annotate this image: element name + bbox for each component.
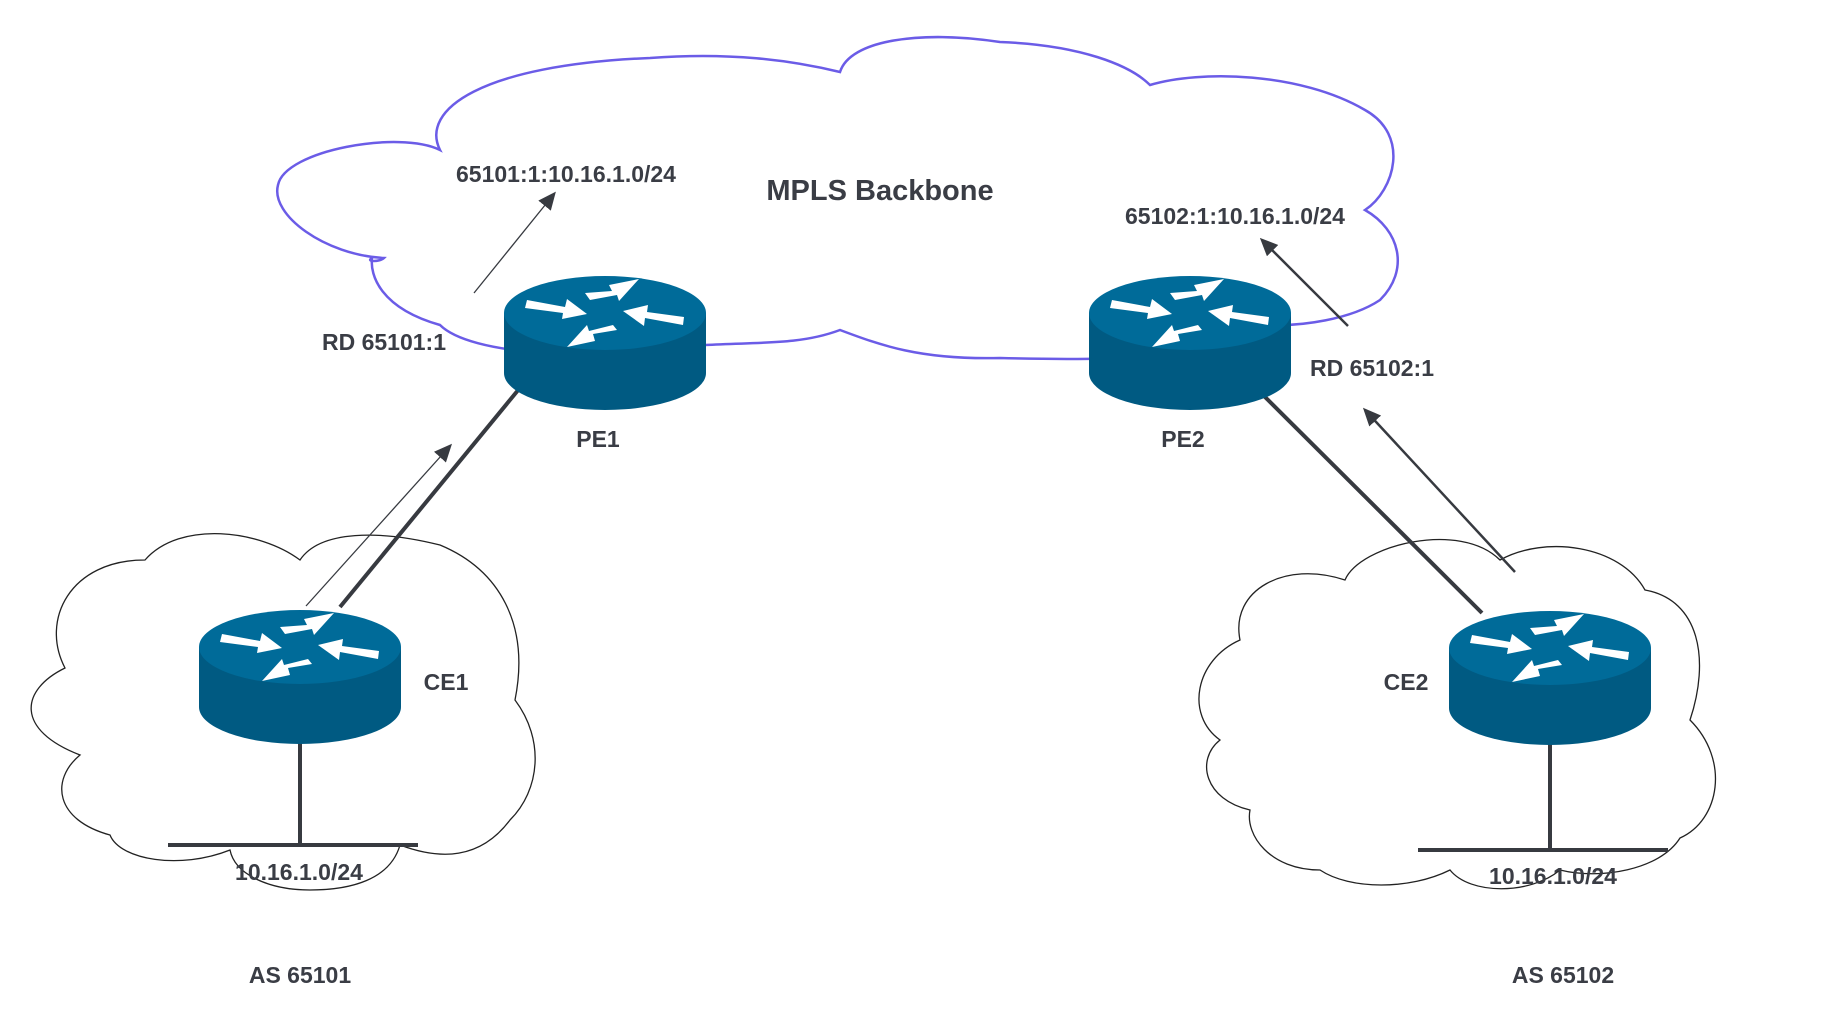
as-label-left: AS 65101 bbox=[249, 962, 352, 988]
rd-label-pe2: RD 65102:1 bbox=[1310, 355, 1434, 381]
router-pe1[interactable] bbox=[504, 276, 706, 410]
router-ce2[interactable] bbox=[1449, 611, 1651, 745]
pe1-label: PE1 bbox=[576, 426, 620, 452]
ce1-label: CE1 bbox=[424, 669, 469, 695]
rd-label-pe1: RD 65101:1 bbox=[322, 329, 446, 355]
route-arrow-pe1-to-backbone bbox=[473, 191, 556, 294]
route-arrow-pe2-to-backbone bbox=[1259, 237, 1349, 327]
site-cloud-as65101 bbox=[30, 533, 536, 891]
as-label-right: AS 65102 bbox=[1512, 962, 1614, 988]
pe2-label: PE2 bbox=[1161, 426, 1204, 452]
site-cloud-as65102 bbox=[1198, 538, 1717, 890]
vpnv4-route-2: 65102:1:10.16.1.0/24 bbox=[1125, 203, 1345, 229]
vpnv4-route-1: 65101:1:10.16.1.0/24 bbox=[456, 161, 676, 187]
link-ce1-pe1 bbox=[338, 387, 521, 609]
subnet-label-right: 10.16.1.0/24 bbox=[1489, 863, 1617, 889]
backbone-label: MPLS Backbone bbox=[766, 175, 993, 207]
ce2-label: CE2 bbox=[1384, 669, 1429, 695]
link-ce2-pe2 bbox=[1255, 387, 1484, 615]
route-arrow-ce1-to-pe1 bbox=[305, 443, 453, 607]
subnet-label-left: 10.16.1.0/24 bbox=[235, 859, 363, 885]
router-pe2[interactable] bbox=[1089, 276, 1291, 410]
route-arrow-ce2-to-pe2 bbox=[1362, 407, 1516, 573]
router-ce1[interactable] bbox=[199, 610, 401, 744]
